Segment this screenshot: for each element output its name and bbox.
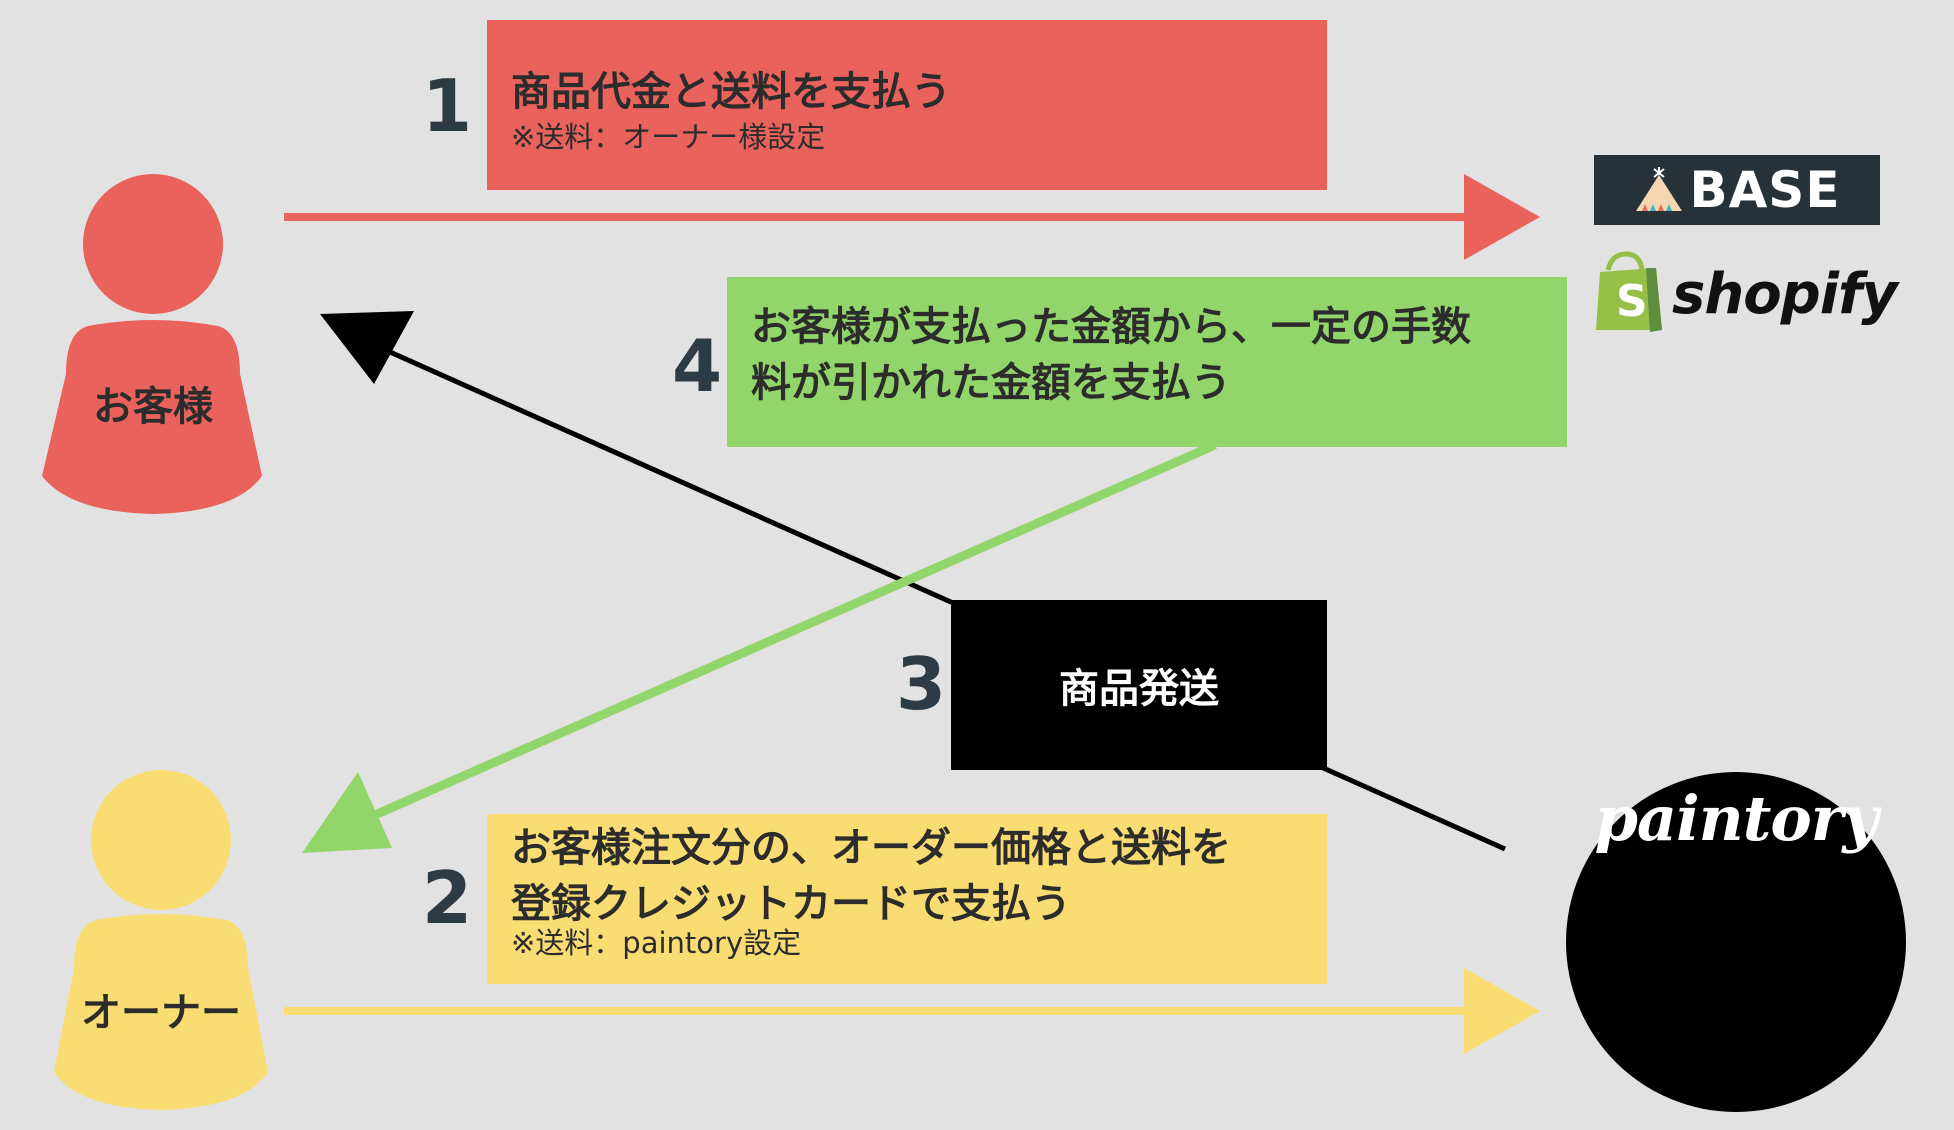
step-1-note: ※送料：オーナー様設定	[511, 120, 826, 154]
step-3-number: 3	[896, 642, 947, 726]
step-4-number: 4	[672, 324, 723, 408]
owner-avatar: オーナー	[46, 770, 276, 1110]
owner-label: オーナー	[81, 990, 241, 1036]
shopify-logo-text: shopify	[1672, 262, 1898, 327]
arrow-payment-to-paintory	[284, 968, 1540, 1054]
step-2-title-line-1: お客様注文分の、オーダー価格と送料を	[511, 825, 1231, 871]
step-1-title: 商品代金と送料を支払う	[511, 69, 951, 115]
step-1-box: 商品代金と送料を支払う ※送料：オーナー様設定	[487, 20, 1327, 190]
step-4-title-line-2: 料が引かれた金額を支払う	[751, 360, 1231, 406]
person-icon	[42, 174, 262, 514]
arrow-payment-to-shop	[284, 174, 1540, 260]
customer-avatar: お客様	[36, 174, 270, 514]
step-2-box: お客様注文分の、オーダー価格と送料を 登録クレジットカードで支払う ※送料：pa…	[487, 814, 1327, 984]
step-4-title-line-1: お客様が支払った金額から、一定の手数	[751, 304, 1471, 350]
customer-label: お客様	[93, 384, 213, 430]
svg-text:S: S	[1616, 276, 1648, 327]
step-2-number: 2	[422, 856, 473, 940]
step-2-title-line-2: 登録クレジットカードで支払う	[511, 881, 1071, 927]
shopify-bag-icon: S	[1596, 251, 1662, 332]
paintory-logo	[1566, 772, 1906, 1112]
step-1-number: 1	[422, 64, 473, 148]
step-3-box: 商品発送	[951, 600, 1327, 770]
step-2-note: ※送料：paintory設定	[511, 926, 802, 960]
tent-icon	[1635, 167, 1682, 211]
arrow-payout-to-owner	[302, 440, 1217, 853]
step-3-title: 商品発送	[1059, 666, 1219, 712]
paintory-logo-text: paintory	[1594, 782, 1879, 855]
person-icon	[54, 770, 268, 1110]
base-logo-text: BASE	[1689, 161, 1841, 219]
base-logo: BASE	[1594, 155, 1880, 225]
step-4-box: お客様が支払った金額から、一定の手数 料が引かれた金額を支払う	[727, 277, 1567, 447]
